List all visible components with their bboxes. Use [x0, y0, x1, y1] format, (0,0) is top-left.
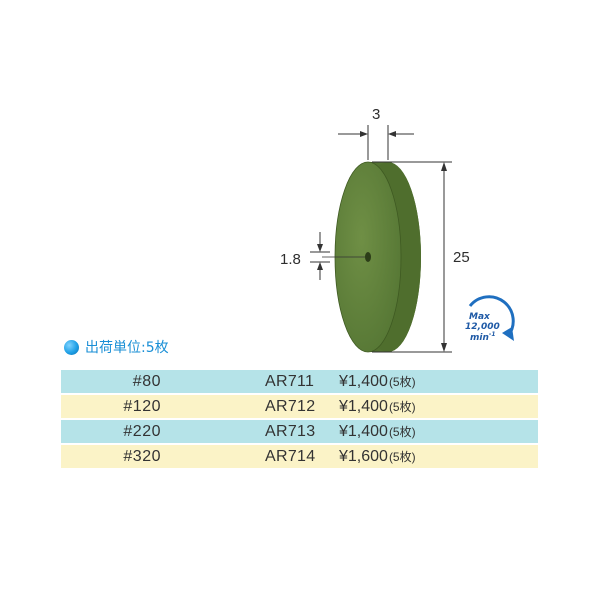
bore-dimension: 1.8	[280, 232, 330, 280]
thickness-label: 3	[372, 106, 380, 123]
speed-badge-exponent: -1	[489, 331, 496, 338]
rotation-arrow-icon	[468, 295, 515, 337]
shipping-unit-label: 出荷単位:5枚	[85, 340, 169, 356]
price-cell: ¥1,400	[339, 422, 388, 440]
speed-badge-line3: min-1	[470, 331, 496, 343]
shipping-unit-note: 出荷単位:5枚	[64, 336, 169, 358]
product-code-cell: AR714	[265, 447, 316, 465]
table-row: #80 AR711 ¥1,400 (5枚)	[61, 370, 538, 393]
quantity-cell: (5枚)	[388, 400, 416, 414]
price-cell: ¥1,400	[339, 372, 388, 390]
product-code-cell: AR712	[265, 397, 316, 415]
diameter-label: 25	[453, 249, 470, 266]
speed-badge-line2: 12,000	[465, 322, 500, 332]
grit-cell: #220	[123, 422, 161, 440]
thickness-dimension: 3	[338, 106, 414, 160]
price-table: #80 AR711 ¥1,400 (5枚) #120 AR712 ¥1,400 …	[61, 370, 538, 470]
table-row: #220 AR713 ¥1,400 (5枚)	[61, 420, 538, 443]
price-cell: ¥1,400	[339, 397, 388, 415]
wheel-bore	[365, 252, 371, 262]
quantity-cell: (5枚)	[388, 375, 416, 389]
diameter-dimension: 25	[372, 161, 470, 353]
bore-label: 1.8	[280, 251, 301, 268]
speed-badge-line1: Max	[469, 312, 491, 322]
price-cell: ¥1,600	[339, 447, 388, 465]
grinding-wheel	[322, 161, 421, 353]
table-row: #120 AR712 ¥1,400 (5枚)	[61, 395, 538, 418]
quantity-cell: (5枚)	[388, 425, 416, 439]
grit-cell: #120	[123, 397, 161, 415]
table-row: #320 AR714 ¥1,600 (5枚)	[61, 445, 538, 468]
grit-cell: #320	[123, 447, 161, 465]
product-code-cell: AR713	[265, 422, 316, 440]
max-speed-badge: Max 12,000 min-1	[465, 295, 515, 343]
grit-cell: #80	[132, 372, 161, 390]
product-code-cell: AR711	[265, 372, 315, 390]
rotation-arrowhead-icon	[502, 327, 514, 341]
quantity-cell: (5枚)	[388, 450, 416, 464]
blue-dot-icon	[64, 339, 79, 355]
